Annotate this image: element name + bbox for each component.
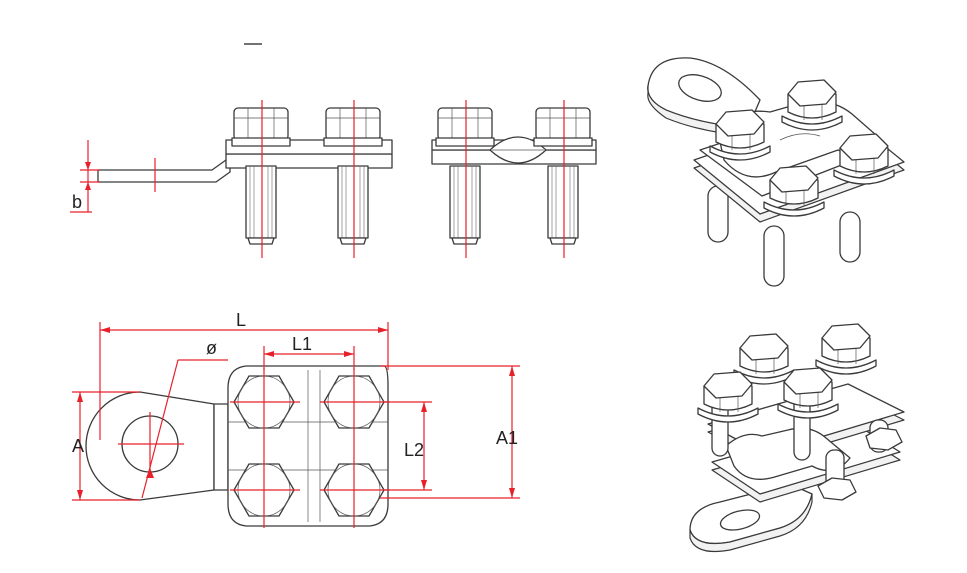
isometric-view-bottom [689, 323, 905, 553]
dimension-A: A [72, 391, 140, 501]
dimension-label-phi: ø [206, 338, 217, 358]
isometric-view-top [647, 57, 905, 287]
dimension-label-L1: L1 [292, 334, 312, 354]
dimension-label-L: L [236, 310, 246, 330]
dimension-label-L2: L2 [404, 440, 424, 460]
side-view-right [431, 100, 597, 258]
dimension-L: L [99, 310, 389, 440]
dimension-L1: L1 [263, 334, 355, 370]
dimension-label-A: A [72, 436, 84, 456]
dimension-L2: L2 [384, 401, 432, 491]
dimension-label-b: b [72, 192, 82, 212]
side-view-left [97, 100, 393, 258]
dimension-b: b [70, 140, 100, 213]
dimension-A1: A1 [380, 365, 520, 499]
dimension-label-A1: A1 [496, 428, 518, 448]
dimension-diameter: ø [141, 338, 228, 499]
top-view [85, 365, 390, 528]
